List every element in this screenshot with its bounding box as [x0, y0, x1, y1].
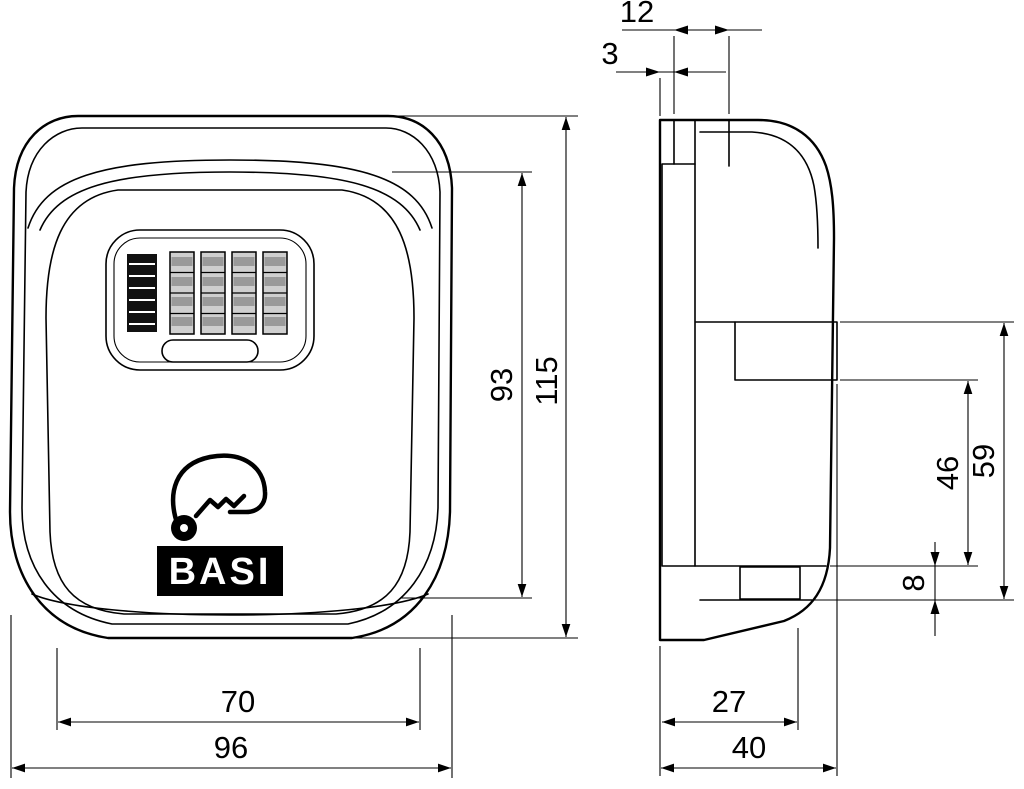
dim-top-inset: 12 [620, 0, 762, 114]
dim-latch-drop-label: 46 [930, 456, 965, 490]
side-body-outline [658, 118, 836, 642]
basi-logo-background [157, 546, 283, 596]
dim-top-inset-label: 12 [620, 0, 654, 29]
front-face-panel [45, 189, 415, 615]
dim-total-depth-label: 40 [732, 730, 766, 765]
dim-body-depth-label: 27 [712, 684, 746, 719]
basi-logo: BASI [157, 546, 283, 596]
front-dimensions: 93 115 70 96 [10, 115, 578, 778]
dim-inner-height: 93 [392, 171, 532, 599]
cover-top-seam-inner [39, 171, 421, 231]
side-dimensions: 12 3 46 59 8 [601, 0, 1014, 776]
dim-lip: 8 [896, 542, 940, 636]
dim-inner-width: 70 [56, 648, 421, 730]
dim-front-height: 59 [812, 321, 1014, 601]
dim-total-depth: 40 [659, 384, 838, 776]
dim-wall-gap-label: 3 [601, 36, 618, 71]
key-icon [170, 453, 268, 541]
cover-top-seam-outer [27, 159, 433, 229]
dim-inner-height-label: 93 [484, 368, 519, 402]
dim-inner-width-label: 70 [221, 684, 255, 719]
knurled-dial [127, 254, 157, 332]
dim-total-width-label: 96 [214, 730, 248, 765]
dim-total-height: 115 [356, 115, 578, 639]
dim-body-depth: 27 [662, 628, 799, 730]
cover-bottom-seam [31, 593, 429, 616]
dim-total-width: 96 [10, 615, 453, 778]
front-inner-shell-line [21, 127, 441, 625]
latch-step [734, 321, 838, 381]
dim-wall-gap: 3 [601, 36, 726, 116]
combination-lock-panel [105, 229, 315, 371]
lock-panel-outer [105, 229, 315, 371]
dim-latch-drop: 46 [830, 379, 978, 567]
side-face-strip [661, 163, 696, 567]
lip-face-strip [739, 566, 801, 600]
panel-handle [161, 339, 259, 363]
front-body-outline [8, 114, 454, 640]
dim-total-height-label: 115 [529, 356, 564, 405]
code-wheels [169, 251, 288, 335]
front-view: BASI [8, 114, 454, 640]
dim-front-height-label: 59 [966, 444, 1001, 478]
side-inner-shell-line [699, 131, 819, 249]
dim-lip-label: 8 [896, 574, 931, 591]
side-view [658, 118, 838, 642]
basi-logo-text: BASI [169, 551, 272, 593]
